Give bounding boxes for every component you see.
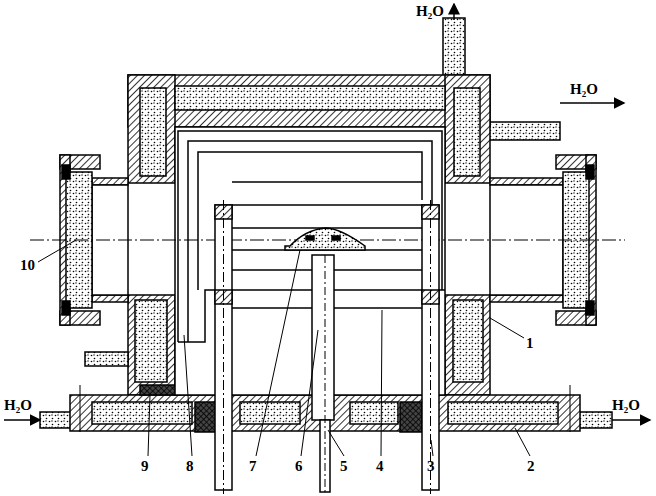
housing [40,18,612,432]
callout-number: 4 [376,459,384,474]
callout-number: 2 [527,459,535,474]
callout-number: 9 [141,459,149,474]
sample-rod [285,228,365,494]
callout-number: 1 [526,336,534,351]
electrodes [215,200,439,494]
callout-number: 5 [340,459,348,474]
water-label: H₂O [4,398,32,413]
water-label: H₂O [612,398,640,413]
callout-number: 7 [249,459,257,474]
callout-number: 6 [295,459,303,474]
leader-lines [38,240,530,456]
water-arrows [4,4,650,420]
callout-number: 10 [20,258,35,273]
water-label: H₂O [570,82,598,97]
callout-number: 3 [427,459,435,474]
water-label: H₂O [416,4,444,19]
callout-number: 8 [186,459,194,474]
